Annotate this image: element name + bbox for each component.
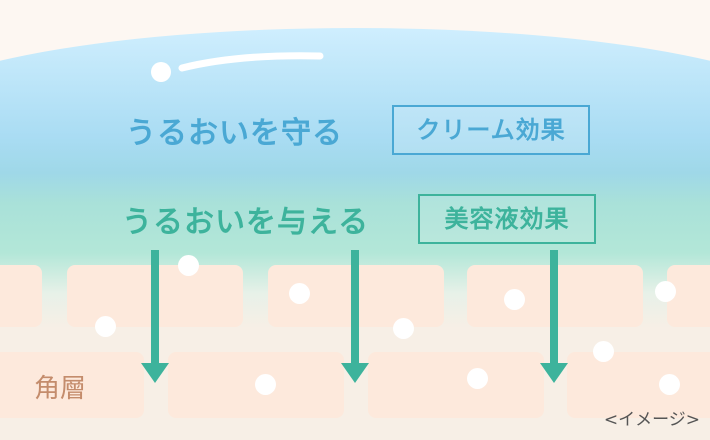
- moisture-bubble: [393, 318, 414, 339]
- highlight-stroke: [178, 52, 324, 72]
- badge-serum-effect: 美容液効果: [418, 194, 596, 244]
- moisture-bubble: [95, 316, 116, 337]
- skin-cell: [368, 352, 544, 418]
- moisture-bubble: [504, 289, 525, 310]
- moisture-bubble: [659, 374, 680, 395]
- moisture-bubble: [255, 374, 276, 395]
- down-arrow-icon: [540, 250, 568, 383]
- moisture-bubble: [178, 255, 199, 276]
- moisture-bubble: [289, 283, 310, 304]
- skin-cell: [0, 265, 42, 327]
- image-caption: <イメージ>: [603, 410, 700, 430]
- moisture-bubble: [467, 368, 488, 389]
- headline-protect: うるおいを守る: [126, 116, 343, 151]
- highlight-dot: [151, 62, 171, 82]
- moisture-bubble: [655, 281, 676, 302]
- skin-cell: [0, 352, 144, 418]
- headline-give: うるおいを与える: [122, 205, 370, 240]
- down-arrow-icon: [141, 250, 169, 383]
- stratum-corneum-label: 角層: [34, 374, 87, 404]
- skin-cell: [567, 352, 710, 418]
- moisture-bubble: [593, 341, 614, 362]
- badge-cream-effect: クリーム効果: [392, 105, 590, 155]
- down-arrow-icon: [341, 250, 369, 383]
